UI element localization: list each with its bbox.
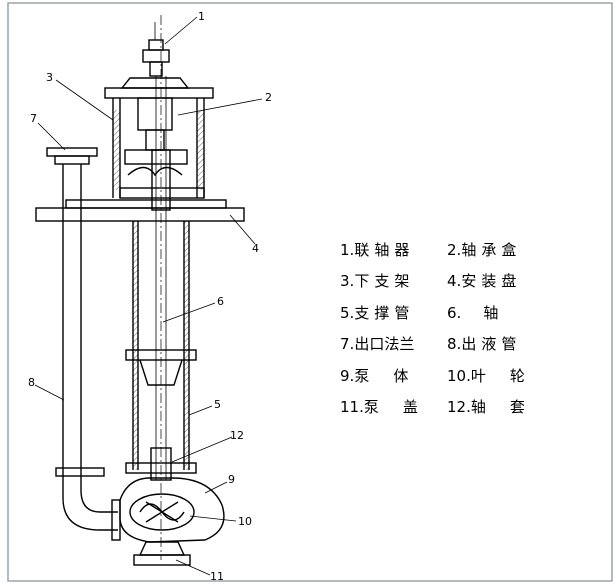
legend-item-3: 3.下支架 xyxy=(340,272,414,290)
parts-legend: 1.联轴器 2.轴承盒 3.下支架 4.安装盘 5.支撑管 6.轴 7.出口法兰… xyxy=(340,241,549,416)
diagram-border xyxy=(7,2,613,582)
legend-item-7: 7.出口法兰 xyxy=(340,335,414,353)
legend-item-2: 2.轴承盒 xyxy=(447,241,521,259)
legend-item-11: 11.泵盖 xyxy=(340,398,442,416)
pump-assembly: 1 2 3 4 5 6 7 8 9 10 11 12 xyxy=(28,10,272,583)
callout-11: 11 xyxy=(210,570,224,583)
outlet-pipe xyxy=(55,164,121,541)
coupling xyxy=(142,22,170,77)
mounting-plate xyxy=(35,199,245,222)
legend-item-12: 12.轴套 xyxy=(447,398,549,416)
legend-item-6: 6.轴 xyxy=(447,304,498,322)
impeller xyxy=(139,501,185,523)
callout-12: 12 xyxy=(230,429,244,442)
callout-5: 5 xyxy=(214,398,221,411)
callout-10: 10 xyxy=(238,515,252,528)
pump-cover xyxy=(133,541,191,566)
callout-3: 3 xyxy=(46,71,53,84)
pump-body xyxy=(119,477,225,543)
legend-item-5: 5.支撑管 xyxy=(340,304,414,322)
shaft-sleeve xyxy=(150,447,172,481)
callout-6: 6 xyxy=(217,295,224,308)
support-pipe xyxy=(125,221,197,474)
callout-2: 2 xyxy=(265,91,272,104)
legend-item-9: 9.泵体 xyxy=(340,367,432,385)
leader-lines xyxy=(34,16,263,576)
callout-1: 1 xyxy=(198,10,205,23)
callout-8: 8 xyxy=(28,376,35,389)
shaft xyxy=(151,15,171,560)
outlet-flange xyxy=(46,147,98,165)
legend-item-1: 1.联轴器 xyxy=(340,241,414,259)
legend-item-4: 4.安装盘 xyxy=(447,272,521,290)
callout-7: 7 xyxy=(30,112,37,125)
callout-9: 9 xyxy=(228,473,235,486)
legend-item-8: 8.出液管 xyxy=(447,335,521,353)
legend-item-10: 10.叶轮 xyxy=(447,367,549,385)
callout-4: 4 xyxy=(252,242,259,255)
